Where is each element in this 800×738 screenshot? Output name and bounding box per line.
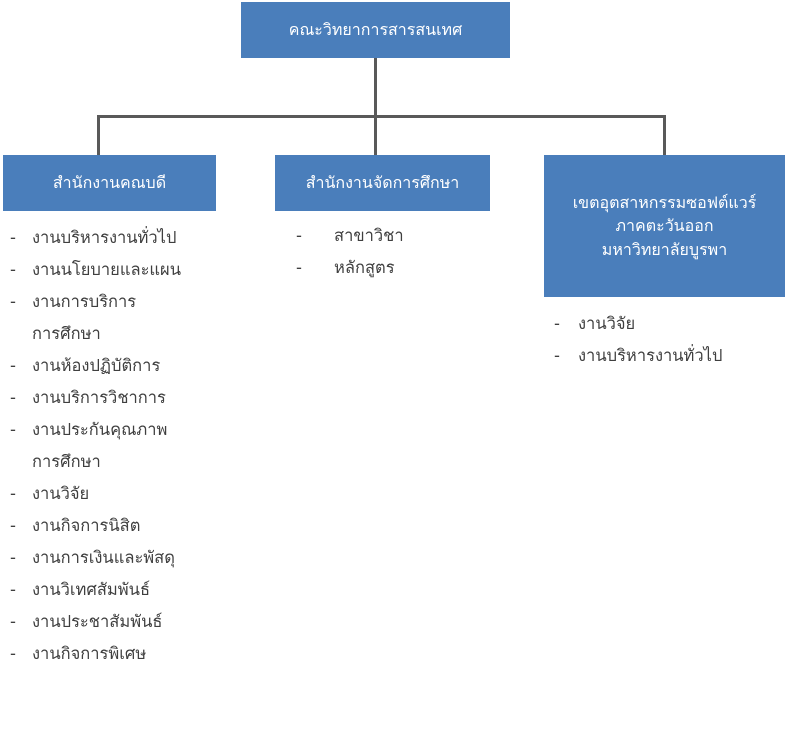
dean-office-list-item-label-continuation: การศึกษา bbox=[32, 452, 101, 471]
dean-office-list-item: -งานกิจการพิเศษ bbox=[10, 638, 181, 670]
connector-drop-software-park bbox=[663, 115, 666, 157]
connector-root-stem bbox=[374, 58, 377, 117]
dean-office-list-item-label: งานวิเทศสัมพันธ์ bbox=[32, 580, 151, 599]
list-software-park: -งานวิจัย-งานบริหารงานทั่วไป bbox=[554, 308, 722, 372]
connector-drop-education-office bbox=[374, 115, 377, 157]
node-faculty-root[interactable]: คณะวิทยาการสารสนเทศ bbox=[241, 2, 510, 58]
bullet-dash-icon: - bbox=[296, 226, 302, 245]
node-software-park-line-3: มหาวิทยาลัยบูรพา bbox=[601, 239, 728, 259]
list-education-office: - สาขาวิชา - หลักสูตร bbox=[296, 220, 404, 284]
dean-office-list-item-label: งานกิจการนิสิต bbox=[32, 516, 141, 535]
dean-office-list-item-label: งานการบริการการศึกษา bbox=[32, 286, 136, 350]
dean-office-list-item-label: งานห้องปฏิบัติการ bbox=[32, 356, 161, 375]
education-office-list-item: - สาขาวิชา bbox=[296, 220, 404, 252]
node-dean-office[interactable]: สำนักงานคณบดี bbox=[3, 155, 216, 211]
node-education-office[interactable]: สำนักงานจัดการศึกษา bbox=[275, 155, 490, 211]
dean-office-list-item-label: งานบริหารงานทั่วไป bbox=[32, 228, 177, 247]
bullet-dash-icon: - bbox=[10, 612, 16, 631]
node-software-park-line-1: เขตอุตสาหกรรมซอฟต์แวร์ bbox=[572, 193, 757, 213]
software-park-list-item: -งานวิจัย bbox=[554, 308, 722, 340]
bullet-dash-icon: - bbox=[10, 388, 16, 407]
connector-horizontal-bus bbox=[97, 115, 666, 118]
node-software-park-line-2: ภาคตะวันออก bbox=[615, 216, 714, 236]
node-faculty-root-label: คณะวิทยาการสารสนเทศ bbox=[288, 20, 463, 40]
dean-office-list-item: -งานห้องปฏิบัติการ bbox=[10, 350, 181, 382]
bullet-dash-icon: - bbox=[296, 258, 302, 277]
dean-office-list-item: -งานการเงินและพัสดุ bbox=[10, 542, 181, 574]
dean-office-list-item: -งานบริหารงานทั่วไป bbox=[10, 222, 181, 254]
bullet-dash-icon: - bbox=[554, 314, 560, 333]
dean-office-list-item-label: งานประชาสัมพันธ์ bbox=[32, 612, 163, 631]
dean-office-list-item-label: งานกิจการพิเศษ bbox=[32, 644, 147, 663]
dean-office-list-item-label: งานนโยบายและแผน bbox=[32, 260, 182, 279]
bullet-dash-icon: - bbox=[554, 346, 560, 365]
bullet-dash-icon: - bbox=[10, 548, 16, 567]
dean-office-list-item: -งานบริการวิชาการ bbox=[10, 382, 181, 414]
dean-office-list-item: -งานวิจัย bbox=[10, 478, 181, 510]
education-office-list-item-label: สาขาวิชา bbox=[334, 226, 404, 245]
dean-office-list-item: -งานประกันคุณภาพการศึกษา bbox=[10, 414, 181, 478]
bullet-dash-icon: - bbox=[10, 420, 16, 439]
node-software-park[interactable]: เขตอุตสาหกรรมซอฟต์แวร์ ภาคตะวันออก มหาวิ… bbox=[544, 155, 785, 297]
dean-office-list-item-label: งานประกันคุณภาพการศึกษา bbox=[32, 414, 167, 478]
bullet-dash-icon: - bbox=[10, 644, 16, 663]
dean-office-list-item-label: งานวิจัย bbox=[32, 484, 90, 503]
software-park-list-item: -งานบริหารงานทั่วไป bbox=[554, 340, 722, 372]
dean-office-list-item: -งานประชาสัมพันธ์ bbox=[10, 606, 181, 638]
education-office-list-item-label: หลักสูตร bbox=[334, 258, 395, 277]
bullet-dash-icon: - bbox=[10, 516, 16, 535]
bullet-dash-icon: - bbox=[10, 580, 16, 599]
node-education-office-label: สำนักงานจัดการศึกษา bbox=[305, 173, 460, 193]
dean-office-list-item: -งานนโยบายและแผน bbox=[10, 254, 181, 286]
list-dean-office: -งานบริหารงานทั่วไป-งานนโยบายและแผน-งานก… bbox=[10, 222, 181, 670]
dean-office-list-item: -งานการบริการการศึกษา bbox=[10, 286, 181, 350]
dean-office-list-item-label-continuation: การศึกษา bbox=[32, 324, 101, 343]
bullet-dash-icon: - bbox=[10, 356, 16, 375]
software-park-list-item-label: งานวิจัย bbox=[578, 314, 636, 333]
dean-office-list-item-label: งานการเงินและพัสดุ bbox=[32, 548, 175, 567]
education-office-list-item: - หลักสูตร bbox=[296, 252, 404, 284]
bullet-dash-icon: - bbox=[10, 292, 16, 311]
node-software-park-label: เขตอุตสาหกรรมซอฟต์แวร์ ภาคตะวันออก มหาวิ… bbox=[573, 191, 757, 261]
dean-office-list-item: -งานวิเทศสัมพันธ์ bbox=[10, 574, 181, 606]
node-dean-office-label: สำนักงานคณบดี bbox=[52, 173, 167, 193]
bullet-dash-icon: - bbox=[10, 228, 16, 247]
bullet-dash-icon: - bbox=[10, 484, 16, 503]
software-park-list-item-label: งานบริหารงานทั่วไป bbox=[578, 346, 723, 365]
dean-office-list-item: -งานกิจการนิสิต bbox=[10, 510, 181, 542]
connector-drop-dean-office bbox=[97, 115, 100, 157]
dean-office-list-item-label: งานบริการวิชาการ bbox=[32, 388, 166, 407]
bullet-dash-icon: - bbox=[10, 260, 16, 279]
